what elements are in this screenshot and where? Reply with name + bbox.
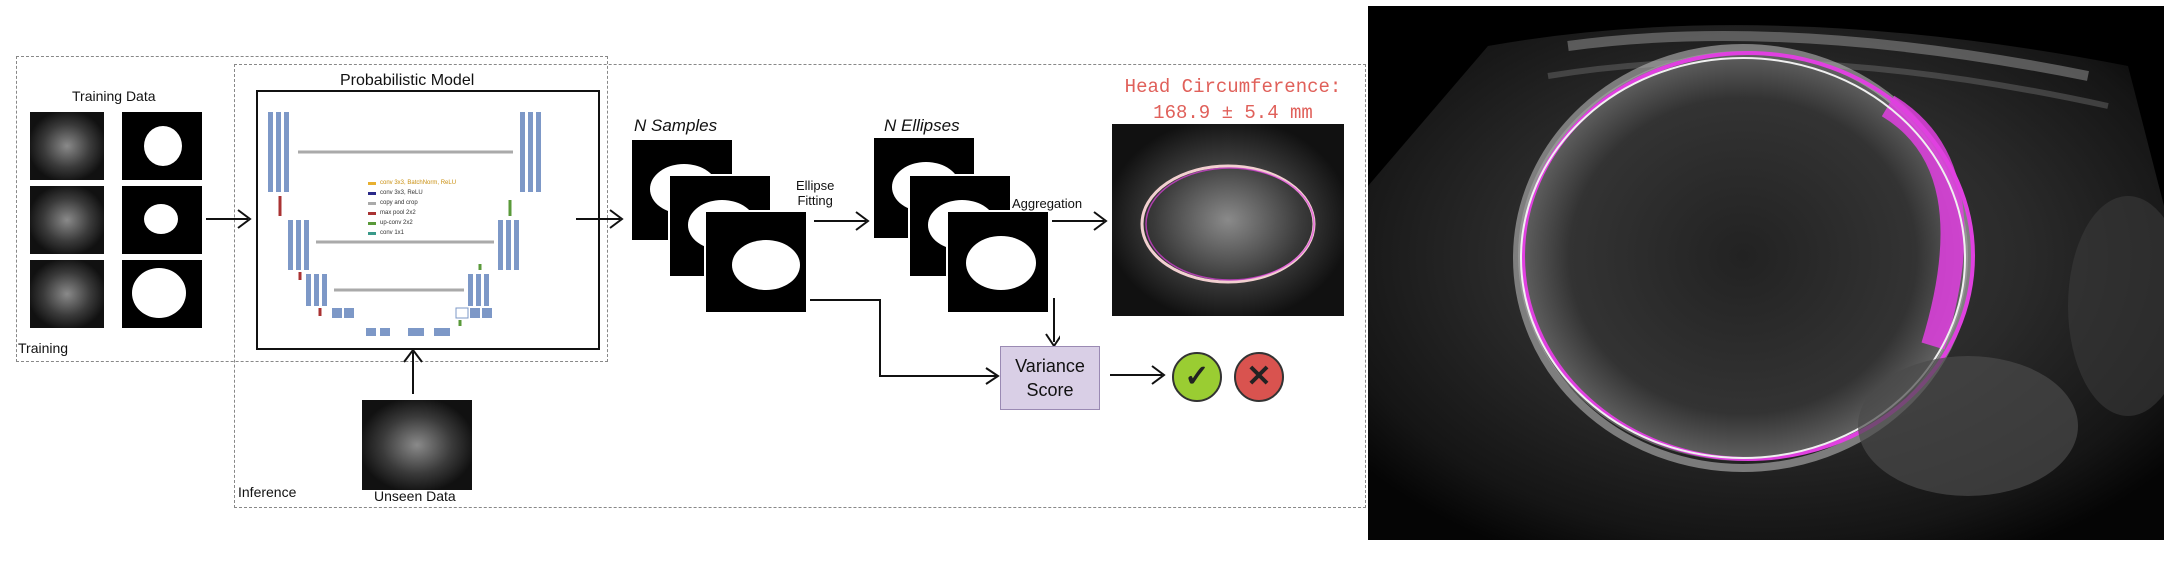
legend-conv-bn: conv 3x3, BatchNorm, ReLU	[380, 180, 457, 186]
arrow-ellipses-to-result	[1052, 211, 1108, 231]
head-circumference-readout: Head Circumference: 168.9 ± 5.4 mm	[1108, 74, 1358, 126]
arrow-variance-to-decision	[1110, 365, 1166, 385]
head-circumference-value: 168.9 ± 5.4 mm	[1153, 102, 1313, 124]
training-ultrasound-2	[30, 186, 104, 254]
variance-score-box: Variance Score	[1000, 346, 1100, 410]
training-ultrasound-1	[30, 112, 104, 180]
training-data-label: Training Data	[72, 88, 156, 104]
model-box	[256, 90, 600, 350]
training-mask-1	[122, 112, 202, 180]
legend-conv: conv 3x3, ReLU	[380, 190, 423, 196]
ellipse-mask-3	[946, 210, 1050, 314]
arrow-training-to-model	[206, 209, 252, 229]
n-ellipses-label: N Ellipses	[884, 116, 960, 135]
sample-mask-3	[704, 210, 808, 314]
aggregation-label: Aggregation	[1012, 196, 1083, 211]
variance-score-label: Variance Score	[1015, 356, 1085, 400]
legend-copy: copy and crop	[380, 200, 418, 206]
check-icon: ✓	[1172, 352, 1222, 402]
arrow-samples-to-ellipses	[814, 211, 870, 231]
ultrasound-scan	[1368, 25, 2164, 540]
training-ultrasound-3	[30, 260, 104, 328]
unet-diagram	[268, 112, 541, 336]
inference-label: Inference	[238, 484, 297, 500]
cross-icon: ✕	[1234, 352, 1284, 402]
arrow-model-to-samples	[576, 209, 624, 229]
unseen-data-label: Unseen Data	[374, 488, 456, 504]
unet-legend: conv 3x3, BatchNorm, ReLU conv 3x3, ReLU…	[380, 178, 456, 238]
unseen-ultrasound	[362, 400, 472, 490]
legend-maxpool: max pool 2x2	[380, 210, 416, 216]
n-samples-label: N Samples	[634, 116, 718, 135]
result-ellipse-overlay	[1140, 164, 1316, 284]
training-label: Training	[18, 340, 69, 356]
arrow-unseen-to-model	[403, 348, 423, 394]
model-title: Probabilistic Model	[340, 72, 475, 89]
ellipse-fitting-label: Ellipse Fitting	[796, 178, 835, 208]
legend-upconv: up-conv 2x2	[380, 220, 413, 226]
training-region	[16, 56, 608, 362]
ultrasound-panel	[1368, 6, 2164, 540]
inference-region	[234, 64, 1366, 508]
result-ultrasound	[1112, 124, 1344, 316]
legend-conv1: conv 1x1	[380, 230, 405, 236]
head-circumference-title: Head Circumference:	[1124, 76, 1342, 98]
training-mask-3	[122, 260, 202, 328]
training-mask-2	[122, 186, 202, 254]
